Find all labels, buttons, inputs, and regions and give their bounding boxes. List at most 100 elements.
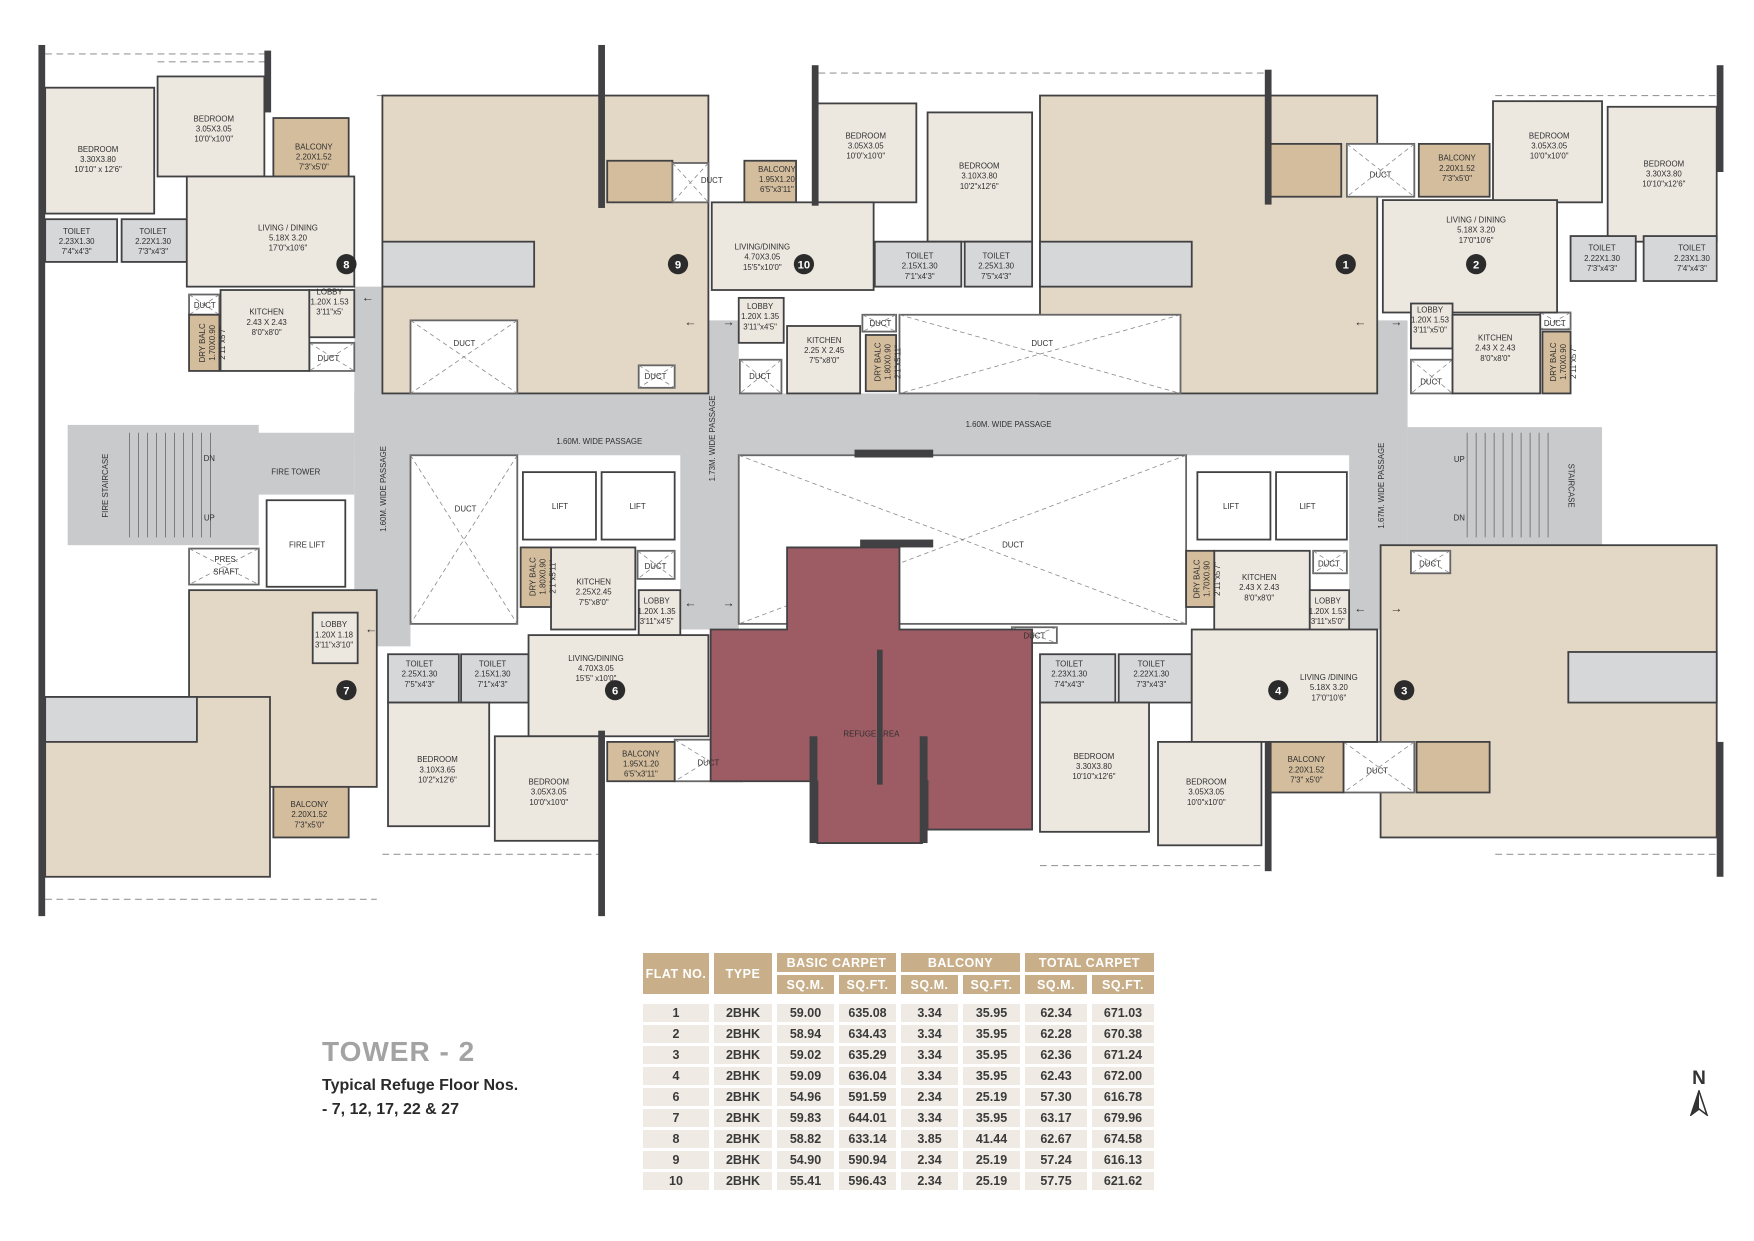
table-cell: 9 (643, 1151, 709, 1169)
duct-cross-mark (309, 342, 355, 372)
duct-label: DUCT (1366, 766, 1388, 775)
1-60m-wide-passage-label: 1.60M. WIDE PASSAGE (379, 446, 388, 532)
table-cell: 3.34 (901, 1004, 958, 1022)
room-dimensions-ft: 17'0"x10'6" (269, 244, 308, 253)
room-dimensions-ft: 2'1"x5'11" (549, 560, 558, 594)
table-cell: 54.90 (777, 1151, 834, 1169)
toilet (1567, 651, 1718, 704)
room-name: BEDROOM (528, 778, 569, 787)
balcony (1415, 741, 1491, 794)
room-dimensions-m: 2.22X1.30 (1133, 670, 1169, 679)
floor-subtitle: Typical Refuge Floor Nos. (322, 1077, 519, 1094)
room-dimensions-m: 2.20X1.52 (291, 810, 327, 819)
room-name: LOBBY (644, 597, 671, 606)
wall (38, 44, 46, 917)
room-kitchen (1451, 313, 1542, 395)
fire-lift-label: FIRE LIFT (289, 540, 325, 549)
room-name: BEDROOM (845, 131, 886, 140)
duct-cross-mark (738, 454, 1187, 625)
room-dimensions-m: 1.20X 1.35 (741, 312, 780, 321)
flat-number-badge: 8 (336, 254, 357, 275)
room-dimensions-ft: 3'11"x5' (316, 308, 343, 317)
room-dimensions-ft: 10'10"x12'6" (1072, 772, 1115, 781)
room-dimensions-m: 1.70X0.90 (1559, 343, 1568, 379)
table-cell: 3.34 (901, 1046, 958, 1064)
room-name: LIVING/DINING (568, 654, 623, 663)
wall (811, 65, 819, 206)
room-dimensions-ft: 7'5"x8'0" (579, 598, 609, 607)
duct-label: DUCT (1318, 560, 1340, 569)
room-dimensions-ft: 7'3"x5'0" (1442, 174, 1472, 183)
room-dimensions-ft: 17'0"10'6" (1459, 236, 1494, 245)
arrow-left-icon: ← (1354, 315, 1366, 329)
room-dimensions-m: 2.23X1.30 (1674, 254, 1710, 263)
arrow-right-icon: → (722, 315, 734, 329)
room-dimensions-m: 3.05X3.05 (848, 141, 884, 150)
up-label: UP (204, 513, 215, 522)
room-dry-balc (864, 334, 898, 393)
room-name: DRY BALC (528, 557, 537, 596)
room-dimensions-ft: 10'0"x10'0" (1530, 151, 1569, 160)
flat-number-badge: 4 (1268, 680, 1289, 701)
duct-label: DUCT (701, 176, 723, 185)
table-cell: 2.34 (901, 1172, 958, 1190)
room-dimensions-ft: 10'10"x12'6" (1642, 180, 1685, 189)
room-living-dining (710, 201, 875, 291)
table-cell: 672.00 (1092, 1067, 1154, 1085)
duct-label: DUCT (1002, 540, 1024, 549)
table-cell: 2.34 (901, 1151, 958, 1169)
balcony (606, 159, 674, 204)
room-dimensions-ft: 7'3"x4'3" (1136, 680, 1166, 689)
room-dimensions-ft: 7'4"x4'3" (1677, 264, 1707, 273)
table-cell: 1 (643, 1004, 709, 1022)
duct-cross-mark (672, 162, 709, 203)
floor-numbers: - 7, 12, 17, 22 & 27 (322, 1101, 459, 1118)
room-name: LIVING /DINING (1300, 673, 1358, 682)
duct-label: DUCT (1370, 171, 1392, 180)
duct-cross-mark (1410, 359, 1453, 394)
duct-label: DUCT (454, 339, 476, 348)
table-cell: 636.04 (839, 1067, 896, 1085)
table-cell: 35.95 (963, 1025, 1020, 1043)
duct-label: DUCT (1023, 631, 1045, 640)
fire-staircase-label: FIRE STAIRCASE (101, 454, 110, 518)
room-name: LIVING / DINING (258, 223, 318, 232)
room-dimensions-m: 2.25 X 2.45 (804, 346, 845, 355)
wall (598, 44, 605, 208)
table-cell: 62.28 (1025, 1025, 1087, 1043)
flat-number: 9 (675, 260, 681, 272)
arrow-left-icon: ← (362, 290, 374, 304)
header-total-carpet: TOTAL CARPET (1025, 953, 1154, 972)
table-cell: 57.75 (1025, 1172, 1087, 1190)
duct-cross-mark (638, 364, 675, 389)
room-dimensions-ft: 7'3"x4'3" (138, 247, 168, 256)
table-cell: 2.34 (901, 1088, 958, 1106)
room-dimensions-ft: 6'5"x3'11" (760, 185, 794, 194)
room-dimensions-ft: 10'2"x12'6" (960, 182, 999, 191)
header-flat-no: FLAT NO. (643, 953, 709, 994)
room-dimensions-ft: 7'4"x4'3" (62, 247, 92, 256)
badge-circle (1268, 680, 1289, 701)
table-cell: 635.29 (839, 1046, 896, 1064)
table-cell: 2BHK (714, 1109, 772, 1127)
duct-cross-mark (188, 548, 259, 585)
room-dimensions-ft: 7'3"x5'0" (299, 163, 329, 172)
room-name: DRY BALC (198, 323, 207, 362)
room-dimensions-ft: 7'3" x5'0" (1290, 775, 1322, 784)
table-cell: 57.30 (1025, 1088, 1087, 1106)
1-60m-wide-passage-label: 1.60M. WIDE PASSAGE (556, 437, 642, 446)
wall (860, 539, 934, 548)
room-toilet (963, 240, 1034, 288)
table-cell: 616.13 (1092, 1151, 1154, 1169)
